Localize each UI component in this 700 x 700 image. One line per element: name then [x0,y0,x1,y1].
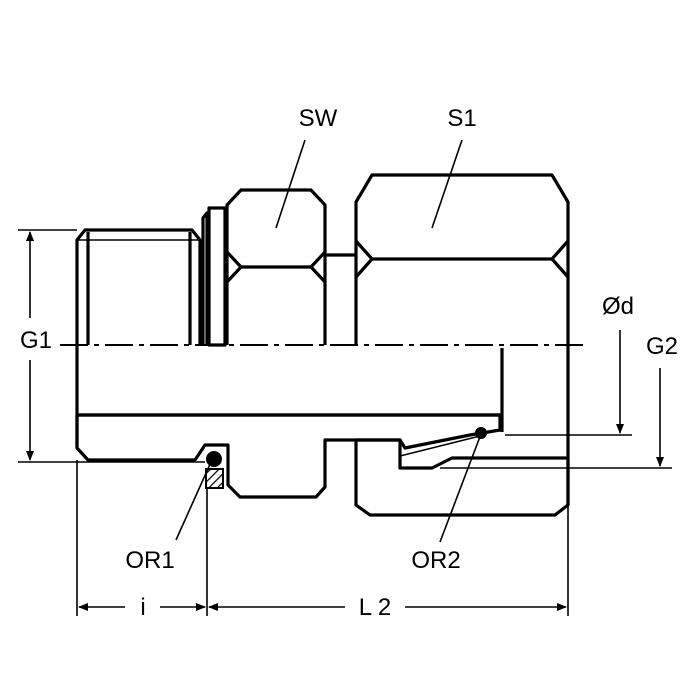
label-sw: SW [299,105,338,132]
dimension-g2 [440,368,672,469]
body-section [75,413,502,499]
dimension-g1 [18,229,205,463]
nut-section [354,438,570,517]
sw-hex [225,188,356,345]
label-or1: OR1 [125,547,174,574]
dimension-bottom [76,460,569,616]
backup-ring [205,468,224,489]
dimension-d [505,330,632,436]
o-ring-1 [206,451,222,467]
label-d: Ød [602,293,634,320]
label-or2: OR2 [411,547,460,574]
collar [201,206,227,347]
thread-stub [75,228,202,448]
label-l2: L 2 [359,594,391,621]
s1-nut [354,173,570,505]
o-ring-2 [475,427,487,439]
label-g2: G2 [646,333,678,360]
label-s1: S1 [447,105,476,132]
label-i: i [140,594,145,621]
label-g1: G1 [20,327,52,354]
